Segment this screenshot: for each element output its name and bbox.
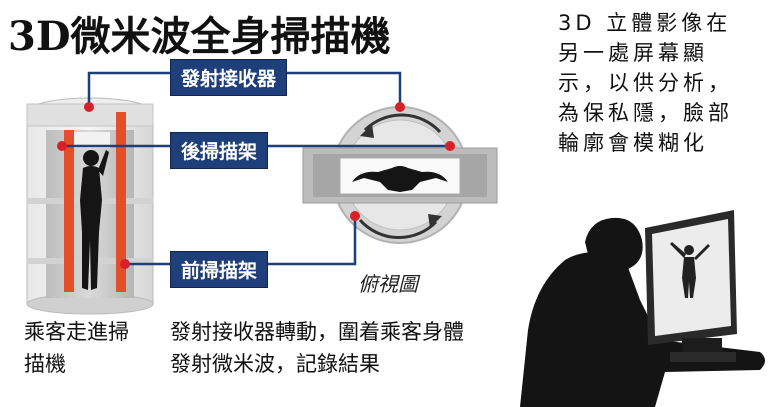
label-transceiver: 發射接收器 <box>170 59 288 96</box>
side-note: 3D 立體影像在 另一處屏幕顯 示，以供分析， 為保私隱，臉部 輪廓會模糊化 <box>558 8 733 158</box>
caption-process-line1: 發射接收器轉動，圍着乘客身體 <box>170 320 464 344</box>
monitor <box>645 210 737 362</box>
caption-passenger-line1: 乘客走進掃 <box>24 320 129 344</box>
label-front-frame: 前掃描架 <box>170 251 269 288</box>
caption-process-line2: 發射微米波，記錄結果 <box>170 352 380 376</box>
rear-scan-bar <box>64 130 74 292</box>
side-note-line1: 3D 立體影像在 <box>558 11 732 35</box>
side-note-line2: 另一處屏幕顯 <box>558 41 708 65</box>
label-top-view: 俯視圖 <box>358 272 418 296</box>
side-note-line5: 輪廓會模糊化 <box>558 131 708 155</box>
operator-silhouette <box>520 217 765 407</box>
front-scan-bar <box>116 112 126 292</box>
passenger-silhouette <box>80 150 109 290</box>
diagram-title: 3D微米波全身掃描機 <box>8 13 391 60</box>
label-rear-frame: 後掃描架 <box>170 132 269 169</box>
caption-passenger: 乘客走進掃 描機 <box>24 316 129 380</box>
side-note-line4: 為保私隱，臉部 <box>558 101 733 125</box>
caption-passenger-line2: 描機 <box>24 352 66 376</box>
side-note-line3: 示，以供分析， <box>558 71 733 95</box>
top-view-scanner <box>302 106 498 244</box>
caption-process: 發射接收器轉動，圍着乘客身體 發射微米波，記錄結果 <box>170 316 464 380</box>
markers <box>57 102 455 269</box>
